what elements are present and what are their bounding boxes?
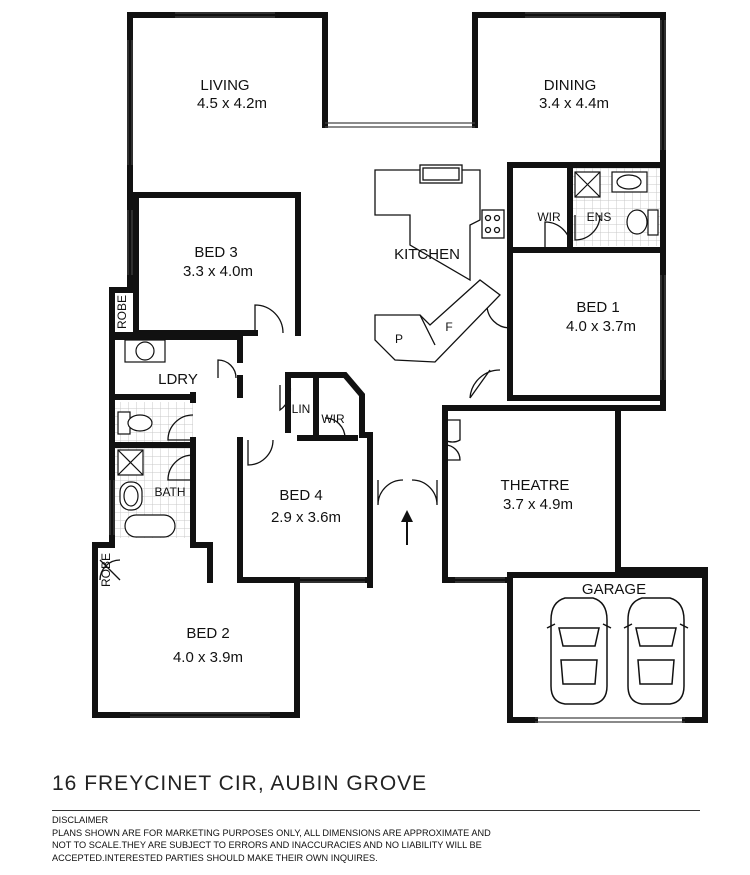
kitchen-benches bbox=[374, 164, 505, 363]
garage-label: GARAGE bbox=[582, 581, 646, 598]
floor-plan: LIVING 4.5 x 4.2m DINING 3.4 x 4.4m KITC… bbox=[92, 12, 708, 723]
theatre-size: 3.7 x 4.9m bbox=[503, 496, 573, 513]
bed4-label: BED 4 bbox=[279, 487, 322, 504]
car-icon bbox=[623, 597, 689, 705]
pantry-label: P bbox=[395, 332, 403, 346]
living-label: LIVING bbox=[200, 77, 249, 94]
property-address: 16 FREYCINET CIR, AUBIN GROVE bbox=[52, 772, 428, 795]
bed1-wir-label: WIR bbox=[537, 210, 561, 224]
bed1-size: 4.0 x 3.7m bbox=[566, 318, 636, 335]
doors bbox=[99, 214, 601, 581]
bed2-size: 4.0 x 3.9m bbox=[173, 649, 243, 666]
bed3-label: BED 3 bbox=[194, 244, 237, 261]
bed4-wir-label: WIR bbox=[321, 412, 345, 426]
ldry-label: LDRY bbox=[158, 371, 198, 388]
windows bbox=[109, 12, 685, 723]
bed4-size: 2.9 x 3.6m bbox=[271, 509, 341, 526]
divider bbox=[52, 810, 700, 811]
fixtures bbox=[117, 171, 659, 538]
car-icon bbox=[546, 597, 612, 705]
kitchen-label: KITCHEN bbox=[394, 246, 460, 263]
disclaimer-title: DISCLAIMER bbox=[52, 815, 109, 825]
bed3-size: 3.3 x 4.0m bbox=[183, 263, 253, 280]
bath-label: BATH bbox=[154, 485, 185, 499]
linen-label: LIN bbox=[292, 402, 311, 416]
disclaimer: DISCLAIMER PLANS SHOWN ARE FOR MARKETING… bbox=[52, 814, 572, 864]
walls bbox=[92, 12, 708, 723]
disclaimer-line: ACCEPTED.INTERESTED PARTIES SHOULD MAKE … bbox=[52, 852, 378, 863]
bed2-label: BED 2 bbox=[186, 625, 229, 642]
disclaimer-line: NOT TO SCALE.THEY ARE SUBJECT TO ERRORS … bbox=[52, 840, 482, 850]
disclaimer-line: PLANS SHOWN ARE FOR MARKETING PURPOSES O… bbox=[52, 827, 491, 838]
room-labels: LIVING 4.5 x 4.2m DINING 3.4 x 4.4m KITC… bbox=[99, 77, 646, 666]
bed2-robe-label: ROBE bbox=[99, 553, 113, 587]
entry-arrow-icon bbox=[401, 510, 413, 545]
bed3-robe-label: ROBE bbox=[115, 295, 129, 329]
dining-size: 3.4 x 4.4m bbox=[539, 95, 609, 112]
theatre-label: THEATRE bbox=[501, 477, 570, 494]
bed1-label: BED 1 bbox=[576, 299, 619, 316]
ens-label: ENS bbox=[587, 210, 612, 224]
fridge-label: F bbox=[445, 320, 452, 334]
dining-label: DINING bbox=[544, 77, 597, 94]
living-size: 4.5 x 4.2m bbox=[197, 95, 267, 112]
